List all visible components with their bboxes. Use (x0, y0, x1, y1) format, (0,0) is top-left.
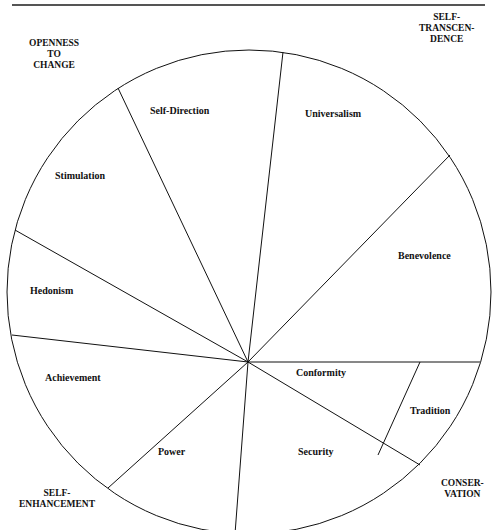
value-label: Tradition (410, 405, 450, 417)
value-label: Power (158, 446, 185, 458)
quadrant-label: OPENNESS TO CHANGE (28, 38, 80, 71)
quadrant-label: SELF- TRANSCEN- DENCE (418, 12, 475, 45)
quadrant-label: CONSER- VATION (440, 478, 485, 500)
value-label: Hedonism (30, 285, 73, 297)
value-label: Stimulation (55, 170, 105, 182)
value-label: Conformity (296, 367, 346, 379)
top-rule (12, 4, 485, 6)
value-label: Self-Direction (150, 105, 209, 117)
sector-lines (12, 52, 480, 530)
value-label: Benevolence (398, 250, 451, 262)
value-label: Security (298, 446, 334, 458)
value-label: Universalism (305, 108, 361, 120)
value-label: Achievement (45, 372, 101, 384)
outer-circle (7, 50, 491, 530)
quadrant-label: SELF- ENHANCEMENT (18, 488, 96, 510)
